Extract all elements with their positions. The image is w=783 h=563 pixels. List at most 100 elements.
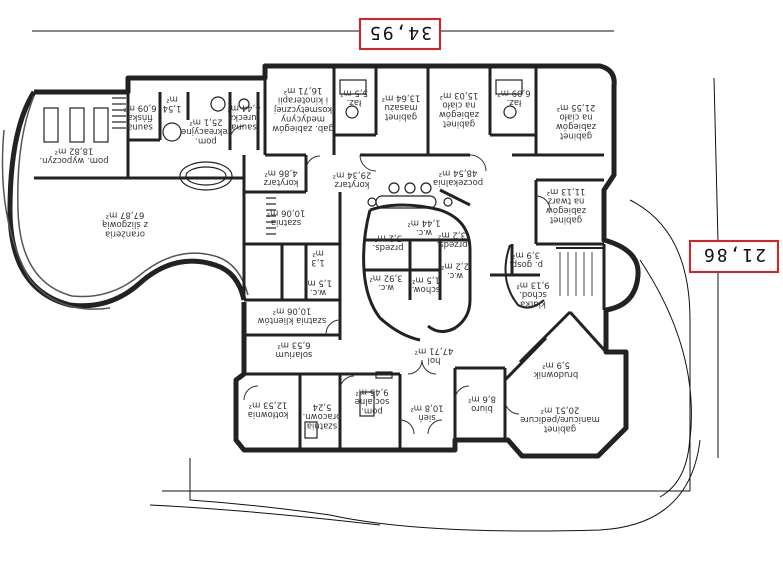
room-label-pom-1-54: 1,54m² (163, 93, 182, 113)
room-label-line: przeds. (436, 239, 467, 249)
room-label-line: 6,09 m² (497, 87, 530, 97)
room-label-biuro: biuro8,6 m² (468, 393, 496, 413)
door-swings (229, 125, 551, 435)
room-label-line: 29,34 m² (333, 169, 372, 179)
room-label-przeds-center: przeds.5,2 m² (372, 232, 403, 252)
room-label-przeds-right: przeds.3,2 m² (436, 229, 467, 249)
room-label-sien: sień10,8 m² (410, 402, 443, 422)
room-label-line: 21,55 m² (557, 102, 596, 112)
room-label-line: 13,64 m² (382, 93, 421, 103)
room-label-line: fińska (127, 112, 152, 122)
room-label-line: 1,5 m² (304, 277, 332, 287)
room-label-szatnia-pracown: szatniapracown.5,24 (302, 402, 341, 431)
room-label-line: sień (418, 412, 435, 422)
room-label-line: 5,24 (313, 402, 332, 412)
room-label-line: 2,2 m² (441, 260, 469, 270)
room-label-line: 4,86 m² (264, 167, 297, 177)
room-label-line: schow. (412, 284, 441, 294)
room-label-line: 10,8 m² (410, 402, 443, 412)
room-label-line: 3,9 m² (512, 249, 540, 259)
room-label-pom-gosp: p. gosp.3,9 m² (509, 249, 543, 269)
room-label-gabinet-manicure: gabinetmanicure/pedicure20,51 m² (520, 405, 600, 434)
room-label-brudownik: brudownik5,9 m² (534, 359, 579, 379)
room-label-line: 20,51 m² (541, 405, 580, 415)
room-label-line: 10,06 m² (273, 305, 312, 315)
room-label-line: 9,45 m² (355, 387, 388, 397)
room-label-line: 1,54 (163, 103, 182, 113)
room-label-line: gabinet (559, 130, 592, 140)
room-label-line: w.c. (447, 270, 463, 280)
room-label-line: 6,53 m² (277, 339, 310, 349)
room-label-line: pom. (361, 406, 383, 416)
room-label-line: 11,13 m² (547, 186, 586, 196)
room-label-line: w.c. (416, 227, 432, 237)
radiators (266, 197, 276, 235)
dimension-height-text: 21,86 (702, 244, 766, 265)
room-label-wc-center-2: w.c.3,92 m² (369, 272, 402, 292)
room-label-line: sauna (127, 122, 153, 132)
room-label-line: gabinet (384, 112, 417, 122)
room-label-line: medycyny (281, 114, 325, 124)
room-label-line: pom. wypoczyn. (39, 155, 108, 165)
room-label-line: szatnia (271, 217, 301, 227)
room-label-line: gabinet (442, 118, 475, 128)
dimension-width: 34,95 (359, 18, 441, 50)
room-label-kotlownia: kotłownia12,53 m² (248, 399, 289, 419)
room-label-gabinet-masazu: gabinetmasażu13,64 m² (382, 93, 421, 122)
dimension-width-text: 34,95 (368, 22, 432, 43)
room-label-line: przeds. (372, 242, 403, 252)
room-label-laz-2: łaz.6,09 m² (497, 87, 530, 107)
room-label-line: 5,9 m² (542, 359, 570, 369)
central-core (362, 188, 472, 342)
room-label-poczekalnia: poczekalnia48,54 m² (433, 167, 483, 187)
room-labels: oranżeriaz ślizgowią67,87 m² pom. wypoczy… (39, 85, 599, 434)
room-label-line: z ślizgowią (102, 219, 148, 230)
room-label-pom-socjalne: pom.socjalne9,45 m² (355, 387, 390, 416)
dimension-lines (32, 30, 719, 458)
room-label-line: 4,44 m² (227, 103, 260, 113)
room-label-line: klatka (520, 299, 546, 309)
room-label-solarium: solarium6,53 m² (276, 339, 313, 359)
room-label-wc-right: w.c.2,2 m² (441, 260, 469, 280)
room-label-line: 5,2 m² (374, 232, 402, 242)
room-label-korytarz-1: korytarz4,86 m² (263, 167, 298, 187)
room-label-line: manicure/pedicure (520, 414, 600, 424)
room-label-wc-1: 1,3m² (311, 247, 325, 267)
room-label-sauna-turecka: saunaturecka4,44 m² (227, 103, 260, 132)
room-label-line: 1,44 m² (407, 217, 440, 227)
room-label-line: 47,71 m² (415, 345, 454, 355)
room-label-line: zabiegów (546, 205, 586, 216)
room-label-klatka-schod: klatkaschod.9,13 m² (516, 280, 549, 309)
room-label-line: w.c. (378, 282, 394, 292)
room-label-line: 12,53 m² (249, 399, 288, 409)
exterior-walls (7, 63, 641, 459)
room-label-gabinet-zabiegow-cialo-1: gabinetzabiegówna ciało15,03 m² (439, 90, 479, 129)
room-label-line: i kinoterapii (278, 95, 328, 105)
room-label-line: biuro (471, 403, 493, 413)
room-label-line: 3,2 m² (438, 229, 466, 239)
room-label-line: 5,5 m² (340, 87, 368, 97)
room-label-oranzeria: oranżeriaz ślizgowią67,87 m² (102, 210, 148, 239)
room-label-line: na ciało (442, 99, 475, 109)
room-label-line: 67,87 m² (106, 210, 145, 220)
room-label-line: 25,1 m² (189, 117, 222, 127)
room-label-line: masażu (385, 102, 418, 112)
room-label-line: p. gosp. (509, 259, 543, 269)
room-label-line: hol (428, 355, 441, 365)
room-label-line: pracown. (302, 411, 341, 421)
room-label-line: sauna (231, 122, 257, 132)
room-label-line: łaz. (347, 97, 362, 107)
room-label-wc-2: w.c.1,5 m² (304, 277, 332, 297)
room-label-line: szatnia (307, 421, 337, 431)
room-label-line: 16,71 m² (284, 85, 323, 95)
room-label-line: 18,82 m² (55, 145, 94, 155)
room-label-line: 1,3 (311, 257, 325, 267)
room-label-wc-center: w.c.1,44 m² (407, 217, 440, 237)
fixtures (43, 79, 523, 439)
sauna-benches (112, 97, 126, 129)
room-label-line: gabinet (549, 214, 582, 224)
room-label-line: 10,06 m² (267, 207, 306, 217)
site-lines (149, 199, 701, 532)
